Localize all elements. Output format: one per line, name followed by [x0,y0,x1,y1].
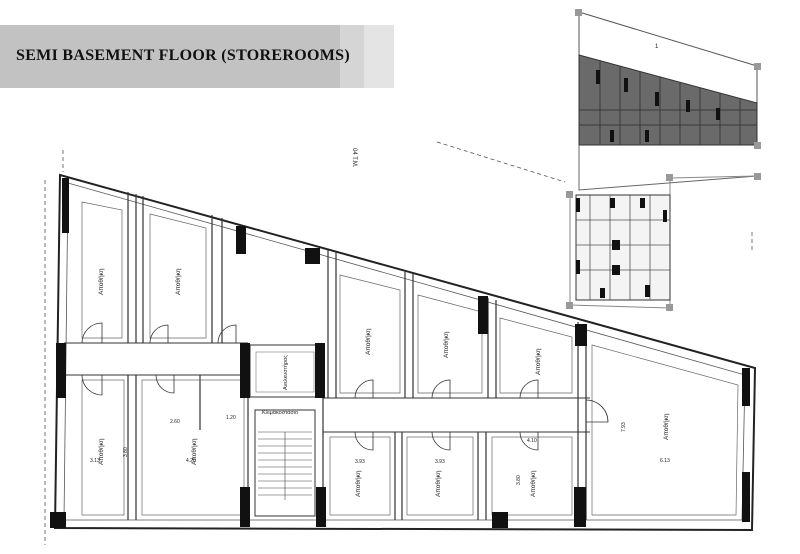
dimension-label: 7.93 [621,422,627,432]
dimension-label: 3.80 [123,447,129,457]
dimension-label: 3.13 [90,458,100,464]
room-label: Αποθήκη [98,438,105,465]
dimension-label: 2.60 [170,419,180,425]
dimension-label: 3.93 [435,459,445,465]
room-label: Αποθήκη [663,413,670,440]
room-label: Αποθήκη [175,268,182,295]
room-label: Αποθήκη [530,470,537,497]
room-label: Αποθήκη [435,470,442,497]
stair-label: Κλιμακοστάσιο [262,409,298,416]
dimension-label: 3.80 [516,475,522,485]
main-floor-plan: Αποθήκη Αποθήκη Αποθήκη Αποθήκη Αποθήκη … [44,141,757,545]
room-label: Αποθήκη [98,268,105,295]
dimension-label: 1.20 [226,415,236,421]
key-plan: 1 [566,9,761,311]
room-label: Αποθήκη [191,438,198,465]
dimension-label: 3.93 [355,459,365,465]
door-swings [81,322,609,451]
dimension-label: 6.13 [660,458,670,464]
stair-treads [258,431,312,500]
elevation-mark: 04 Τ.Μ. [351,148,357,168]
room-label: Αποθήκη [443,331,450,358]
room-label: Αποθήκη [535,348,542,375]
dimension-label: 4.10 [527,438,537,444]
structural-columns [50,178,750,528]
title-band [0,25,394,88]
room-label: Αποθήκη [365,328,372,355]
key-plan-marker: 1 [655,44,659,50]
room-label: Αποθήκη [355,470,362,497]
page-title: SEMI BASEMENT FLOOR (STOREROOMS) [16,47,350,64]
lift-label: Ανελκυστήρας [282,355,289,390]
dimension-label: 4.20 [186,458,196,464]
